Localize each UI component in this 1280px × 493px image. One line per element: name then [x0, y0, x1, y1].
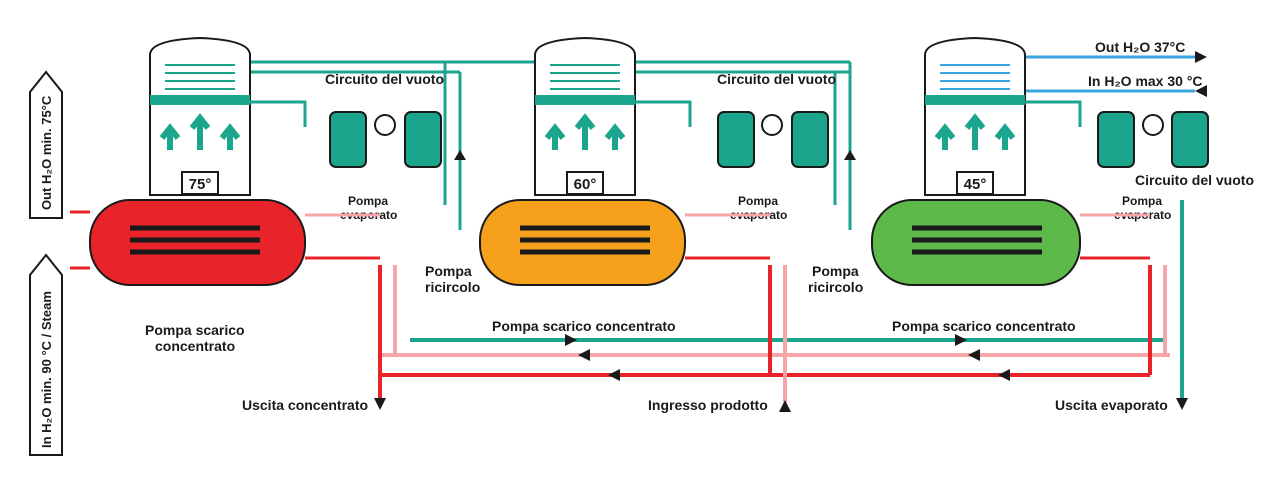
stage-1-vacuum-pump — [374, 114, 396, 136]
stage-2-pump-evap-a: Pompa — [738, 194, 778, 208]
stage-2-temp: 60° — [574, 176, 597, 193]
side-banner-in: In H₂O min. 90 °C / Steam — [29, 253, 63, 456]
stage-1-condenser — [329, 111, 367, 168]
stage-2-conc: Pompa scarico concentrato — [492, 318, 676, 334]
stage-2-temp-box — [566, 171, 604, 195]
stage-2-separator — [791, 111, 829, 168]
stage-1-vacuum-label: Circuito del vuoto — [325, 71, 444, 87]
stage-2-condenser — [717, 111, 755, 168]
stage-1-conc-b: concentrato — [155, 338, 235, 354]
stage-1-conc-a: Pompa scarico — [145, 322, 245, 338]
stage-1: 75° Circuito del vuoto Pompa evaporato P… — [70, 36, 444, 354]
in-product-label: Ingresso prodotto — [648, 397, 768, 413]
out-concentrate-label: Uscita concentrato — [242, 397, 368, 413]
stage-1-temp: 75° — [189, 176, 212, 193]
stage-1-temp-box — [181, 171, 219, 195]
stage-3-conc: Pompa scarico concentrato — [892, 318, 1076, 334]
stage-3-condenser — [1097, 111, 1135, 168]
stage-2-recirc-a: Pompa — [425, 263, 472, 279]
stage-2-vacuum-label: Circuito del vuoto — [717, 71, 836, 87]
stage-3-vacuum-pump — [1142, 114, 1164, 136]
stage-2-vacuum-pump — [761, 114, 783, 136]
stage-3-temp-box — [956, 171, 994, 195]
side-banner-in-label: In H₂O min. 90 °C / Steam — [39, 291, 54, 448]
stage-2-recirc-b: ricircolo — [425, 279, 480, 295]
top-piping — [245, 51, 1207, 230]
stage-3-temp: 45° — [964, 176, 987, 193]
stage-3: 45° Circuito del vuoto Pompa evaporato P… — [808, 36, 1254, 334]
stage-3-recirc-b: ricircolo — [808, 279, 863, 295]
stage-1-separator — [404, 111, 442, 168]
stage-2: 60° Circuito del vuoto Pompa evaporato P… — [425, 36, 836, 334]
bottom-piping — [374, 200, 1188, 412]
out-evaporate-label: Uscita evaporato — [1055, 397, 1168, 413]
stage-3-vacuum-label: Circuito del vuoto — [1135, 172, 1254, 188]
stage-3-recirc-a: Pompa — [812, 263, 859, 279]
stage-3-pump-evap-a: Pompa — [1122, 194, 1162, 208]
side-banner-out-label: Out H₂O min. 75°C — [39, 95, 54, 210]
stage-1-pump-evap-a: Pompa — [348, 194, 388, 208]
stage-3-separator — [1171, 111, 1209, 168]
side-banner-out: Out H₂O min. 75°C — [29, 70, 63, 219]
out-h2o-37-label: Out H₂O 37°C — [1095, 39, 1185, 55]
in-h2o-30-label: In H₂O max 30 °C — [1088, 73, 1203, 89]
